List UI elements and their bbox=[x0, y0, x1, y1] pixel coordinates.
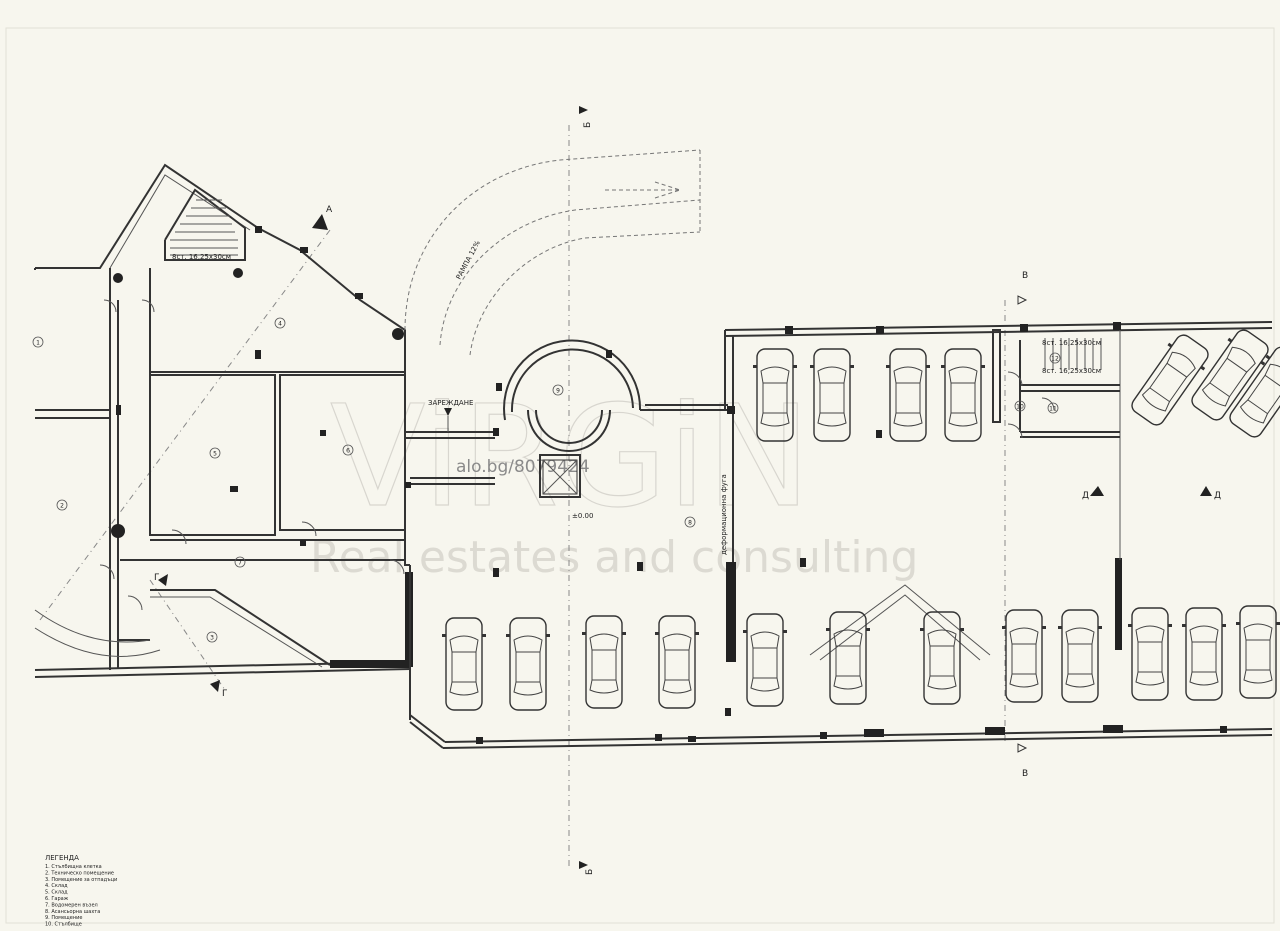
room-number: 11 bbox=[1049, 406, 1057, 413]
left-building bbox=[34, 163, 499, 678]
section-mark-d-right: Д bbox=[1214, 491, 1221, 501]
parked-car-icon bbox=[1236, 605, 1280, 699]
parked-car-icon bbox=[743, 613, 787, 707]
parked-car-icon bbox=[655, 615, 699, 709]
section-mark-g-right: Г bbox=[222, 689, 228, 699]
legend-line: 10. Стълбище bbox=[45, 922, 82, 928]
section-mark-v-bottom: В bbox=[1022, 769, 1028, 779]
legend-line: 6. Гараж bbox=[45, 896, 69, 902]
legend-line: 5. Склад bbox=[45, 890, 68, 896]
legend-line: 2. Техническо помещение bbox=[45, 870, 114, 876]
section-mark-v-top: В bbox=[1022, 271, 1028, 281]
room-number: 12 bbox=[1051, 356, 1059, 363]
parked-car-icon bbox=[920, 611, 964, 705]
legend-line: 1. Стълбищна клетка bbox=[45, 864, 102, 870]
room-number-marker: 7 bbox=[234, 556, 246, 568]
parked-car-icon bbox=[1131, 334, 1209, 426]
legend-line: 7. Водомерен възел bbox=[45, 902, 98, 908]
room-number: 10 bbox=[1016, 404, 1024, 411]
parked-car-icon bbox=[941, 348, 985, 442]
stair-note-left: 8ст. 16,25x30см bbox=[172, 253, 231, 261]
stair-note-right-2: 8ст. 16,25x30см bbox=[1042, 367, 1101, 375]
legend-heading: ЛЕГЕНДА bbox=[45, 854, 79, 862]
parked-car-icon bbox=[1002, 609, 1046, 703]
room-number: 2 bbox=[60, 503, 64, 510]
section-mark-d-left: Д bbox=[1082, 491, 1089, 501]
cars-layer bbox=[442, 329, 1280, 711]
section-markers: Б Б А В В Г Г Д Д bbox=[154, 106, 1221, 875]
stair-note-right-1: 8ст. 16,25x30см bbox=[1042, 339, 1101, 347]
section-mark-b-bottom: Б bbox=[585, 869, 595, 875]
room-number: 7 bbox=[238, 560, 242, 567]
garage: деформационна фуга 8ст. 16,25x30см 8ст. … bbox=[172, 253, 1273, 749]
loading-label: ЗАРЕЖДАНЕ bbox=[428, 399, 473, 407]
room-number-marker: 6 bbox=[342, 444, 354, 456]
legend-line: 4. Склад bbox=[45, 883, 68, 889]
room-number-marker: 2 bbox=[56, 499, 68, 511]
legend-line: 8. Асансьорна шахта bbox=[45, 909, 100, 915]
parked-car-icon bbox=[886, 348, 930, 442]
parked-car-icon bbox=[1229, 346, 1280, 438]
room-number-marker: 5 bbox=[209, 447, 221, 459]
room-number-marker: 11 bbox=[1047, 402, 1059, 414]
loading-zone: ЗАРЕЖДАНЕ bbox=[428, 399, 473, 432]
room-number-marker: 9 bbox=[552, 384, 564, 396]
parked-car-icon bbox=[826, 611, 870, 705]
watermark-logo: ViRGiN bbox=[330, 376, 811, 539]
parked-car-icon bbox=[810, 348, 854, 442]
room-number: 4 bbox=[278, 321, 282, 328]
ramp: РАМПА 12% bbox=[404, 149, 701, 356]
watermark: ViRGiN Real estates and consulting alo.b… bbox=[310, 375, 918, 583]
room-number-marker: 12 bbox=[1049, 352, 1061, 364]
parked-car-icon bbox=[1191, 329, 1269, 421]
room-number: 1 bbox=[36, 340, 40, 347]
expansion-joint-label: деформационна фуга bbox=[720, 474, 728, 555]
room-number-marker: 8 bbox=[684, 516, 696, 528]
parked-car-icon bbox=[442, 617, 486, 711]
parked-car-icon bbox=[506, 617, 550, 711]
stair-core: ±0.00 bbox=[496, 339, 728, 520]
legend-line: 3. Помещение за отпадъци bbox=[45, 877, 117, 883]
elevation-label: ±0.00 bbox=[572, 512, 593, 520]
parked-car-icon bbox=[1128, 607, 1172, 701]
section-mark-b-top: Б bbox=[583, 122, 593, 128]
legend-line: 9. Помещение bbox=[45, 915, 82, 921]
section-mark-a: А bbox=[326, 205, 333, 215]
section-mark-g-left: Г bbox=[154, 573, 160, 583]
room-number: 3 bbox=[210, 635, 214, 642]
room-number-marker: 3 bbox=[206, 631, 218, 643]
room-number: 8 bbox=[688, 520, 692, 527]
parked-car-icon bbox=[582, 615, 626, 709]
watermark-phone: alo.bg/8079424 bbox=[456, 457, 590, 477]
parked-car-icon bbox=[1058, 609, 1102, 703]
parked-car-icon bbox=[1182, 607, 1226, 701]
room-number-marker: 10 bbox=[1014, 400, 1026, 412]
room-number-marker: 4 bbox=[274, 317, 286, 329]
parked-car-icon bbox=[753, 348, 797, 442]
room-number: 6 bbox=[346, 448, 350, 455]
room-number: 9 bbox=[556, 388, 560, 395]
paper-border bbox=[5, 27, 1275, 924]
room-number-marker: 1 bbox=[32, 336, 44, 348]
room-number: 5 bbox=[213, 451, 217, 458]
